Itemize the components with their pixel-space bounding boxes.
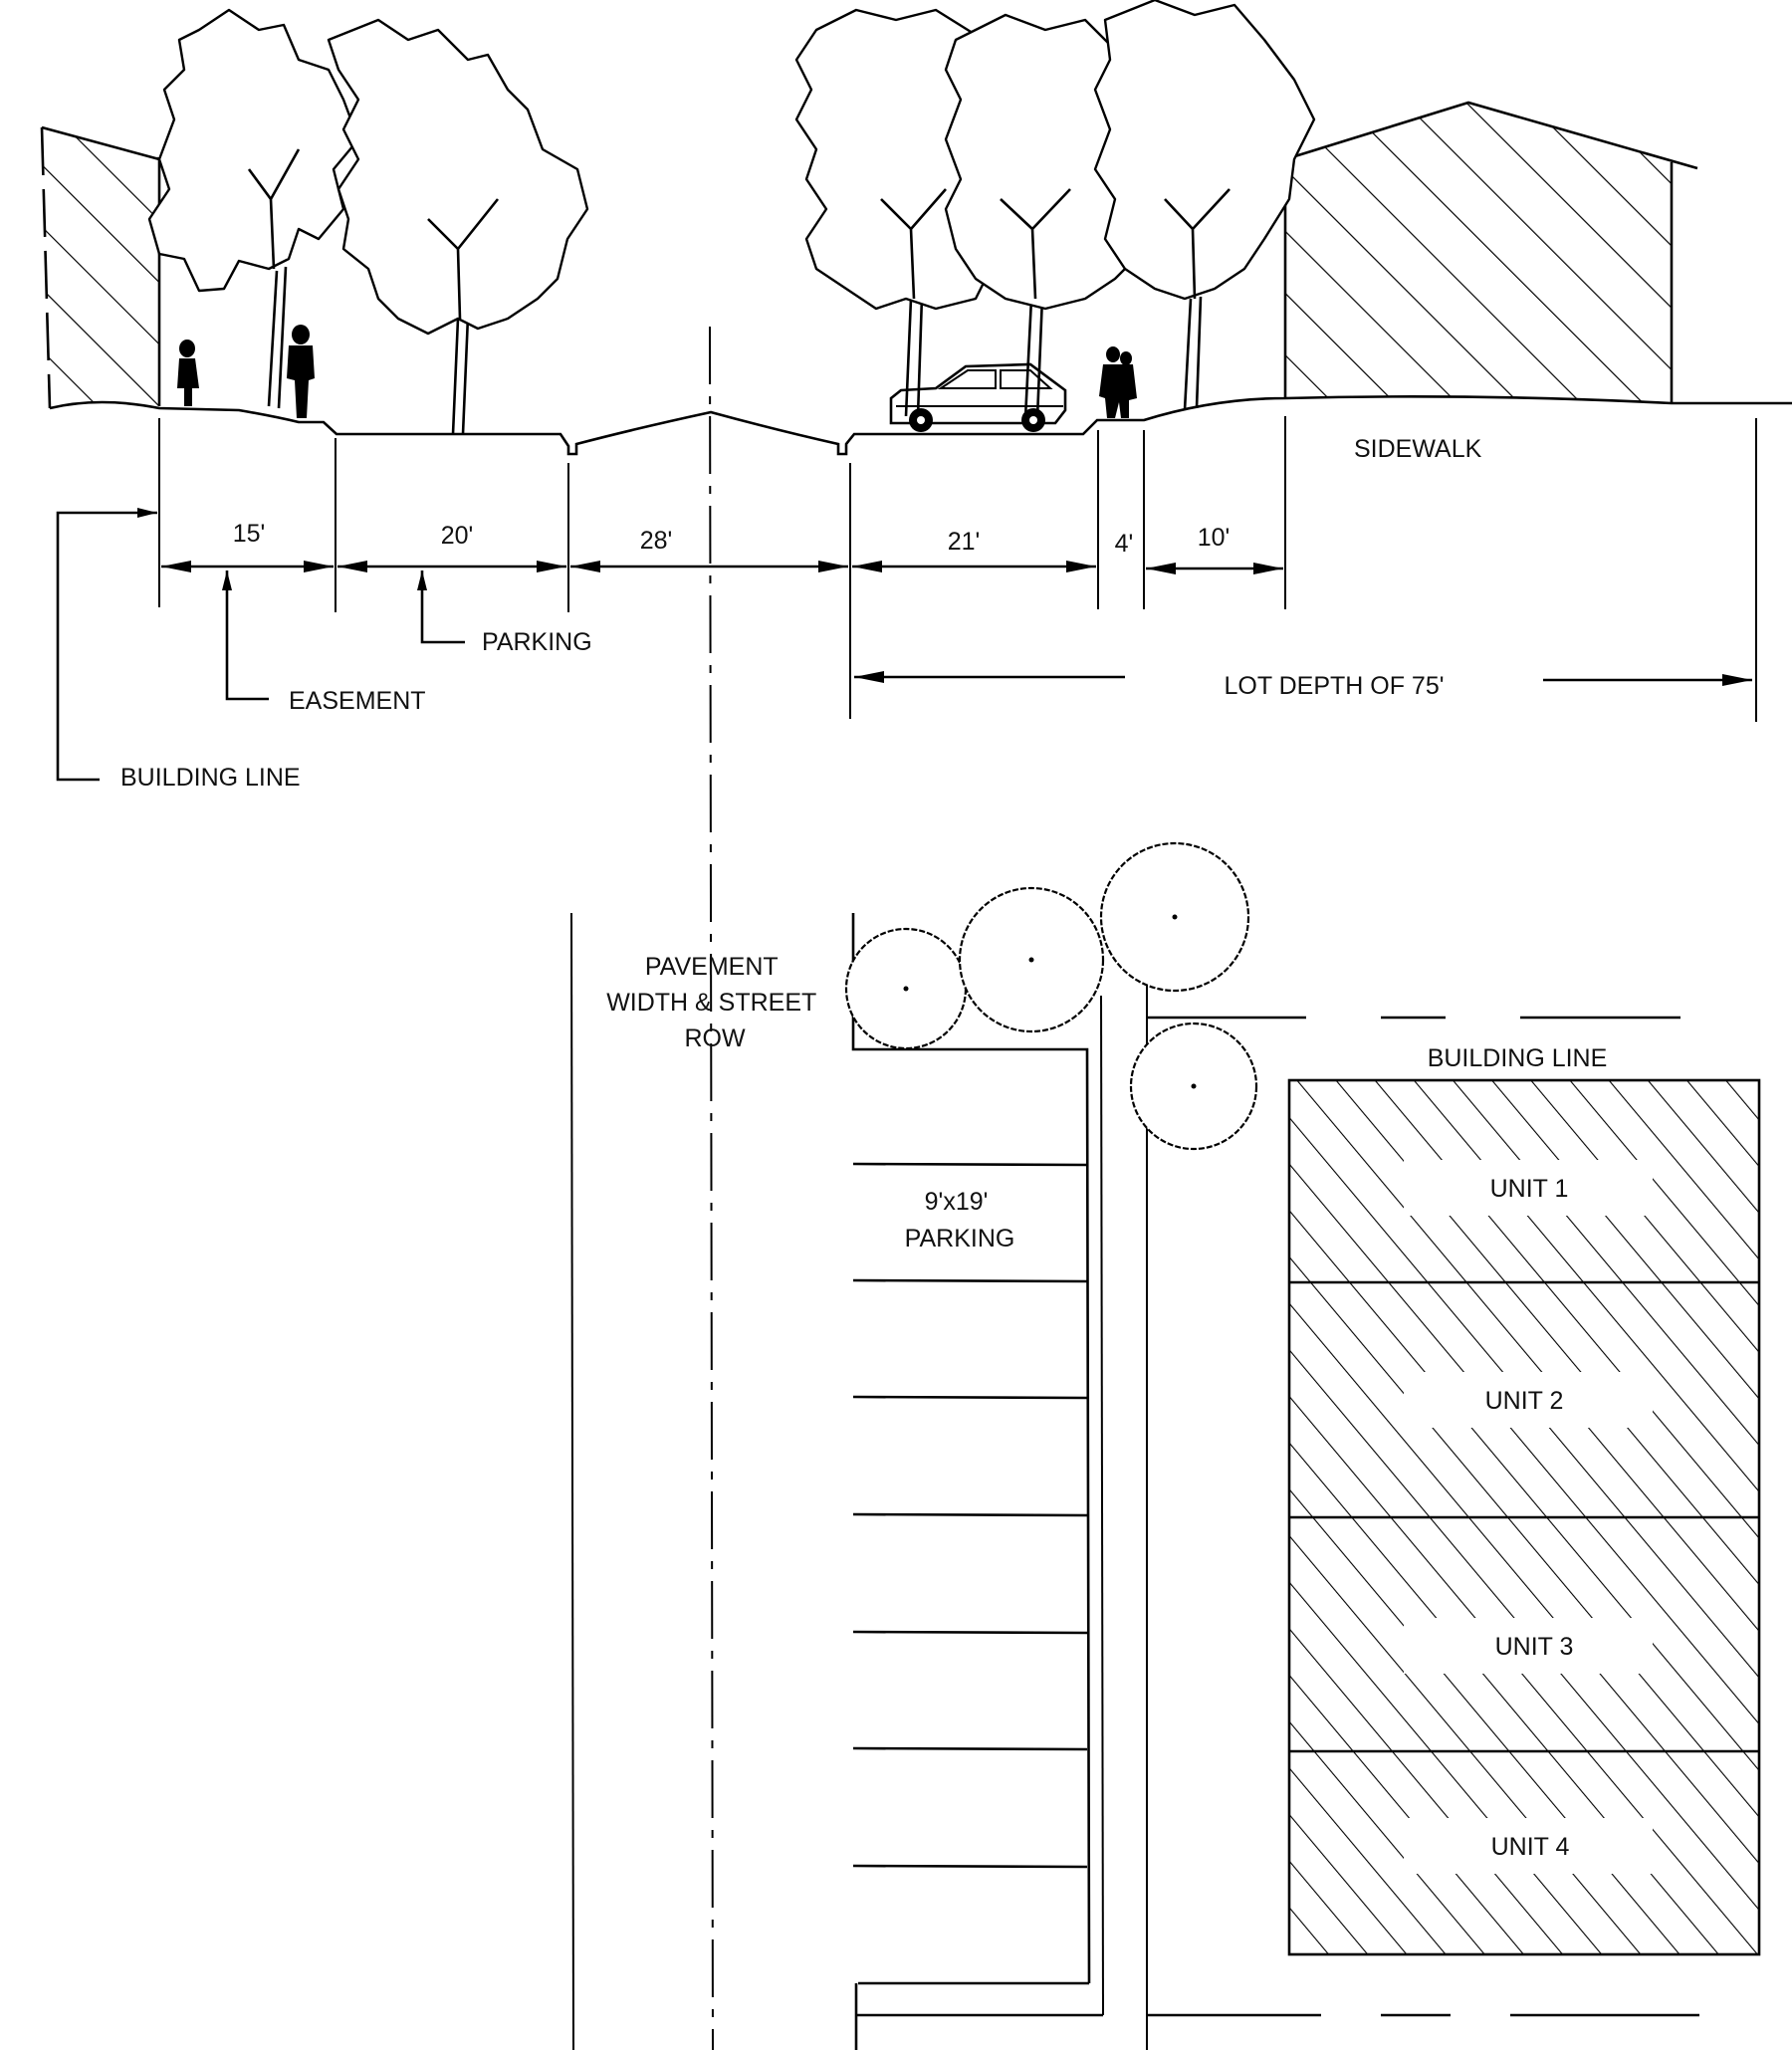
- lot-depth-dimension: LOT DEPTH OF 75': [854, 671, 1752, 700]
- unit-1-label: UNIT 1: [1490, 1175, 1569, 1203]
- unit-2-label: UNIT 2: [1485, 1387, 1564, 1415]
- dim-15: 15': [233, 520, 266, 548]
- parking-stripe: [852, 1395, 1088, 1400]
- tree-right-3: [1093, 0, 1316, 411]
- unit-4-label: UNIT 4: [1491, 1833, 1570, 1861]
- right-building: [1243, 101, 1698, 403]
- tree-left-1: [147, 8, 360, 409]
- site-plan: PAVEMENT WIDTH & STREET ROW 9'x19' PARKI…: [570, 841, 1761, 2050]
- parking-lot: [851, 913, 1148, 2050]
- svg-text:PARKING: PARKING: [482, 628, 592, 656]
- parking-stripe: [852, 1278, 1088, 1283]
- parking-stripe: [852, 1630, 1088, 1635]
- parking-stripe: [852, 1746, 1088, 1751]
- pedestrian-couple: [1099, 346, 1137, 418]
- callout-building-line: BUILDING LINE: [56, 508, 301, 792]
- dim-10: 10': [1198, 524, 1231, 552]
- tree-left-2: [327, 18, 589, 435]
- dim-28: 28': [640, 527, 673, 555]
- ground-profile: [49, 395, 1792, 456]
- car: [889, 362, 1067, 432]
- svg-text:BUILDING LINE: BUILDING LINE: [120, 764, 301, 792]
- label-parking-stall: 9'x19' PARKING: [905, 1188, 1015, 1253]
- parking-stripes: [852, 1162, 1088, 1869]
- pedestrian-left-2: [287, 325, 315, 418]
- label-pavement: PAVEMENT WIDTH & STREET ROW: [606, 953, 823, 1052]
- dimension-extension-lines: [158, 416, 1757, 722]
- parking-stripe: [852, 1864, 1088, 1869]
- pedestrian-left-1: [177, 340, 199, 406]
- parking-stripe: [852, 1512, 1088, 1517]
- callout-parking: PARKING: [417, 570, 592, 656]
- building-units: UNIT 1 UNIT 2 UNIT 3 UNIT 4: [1287, 1078, 1761, 1956]
- dim-20: 20': [441, 522, 474, 550]
- svg-text:LOT DEPTH OF 75': LOT DEPTH OF 75': [1224, 672, 1444, 700]
- dim-4: 4': [1115, 530, 1134, 558]
- street-centerline: [709, 326, 714, 2050]
- svg-text:EASEMENT: EASEMENT: [289, 687, 426, 715]
- street-section: 15' 20' 28' 21' 4' 10' PARKING EASEMENT …: [40, 0, 1792, 2050]
- label-sidewalk: SIDEWALK: [1354, 435, 1482, 463]
- callout-easement: EASEMENT: [222, 570, 426, 715]
- plan-trees: [844, 841, 1258, 1151]
- label-building-line: BUILDING LINE: [1428, 1044, 1608, 1072]
- dim-21: 21': [948, 528, 981, 556]
- parking-stripe: [852, 1162, 1088, 1167]
- pavement-edge: [570, 912, 574, 2050]
- unit-3-label: UNIT 3: [1495, 1633, 1574, 1661]
- dimension-arrows: [161, 561, 1283, 574]
